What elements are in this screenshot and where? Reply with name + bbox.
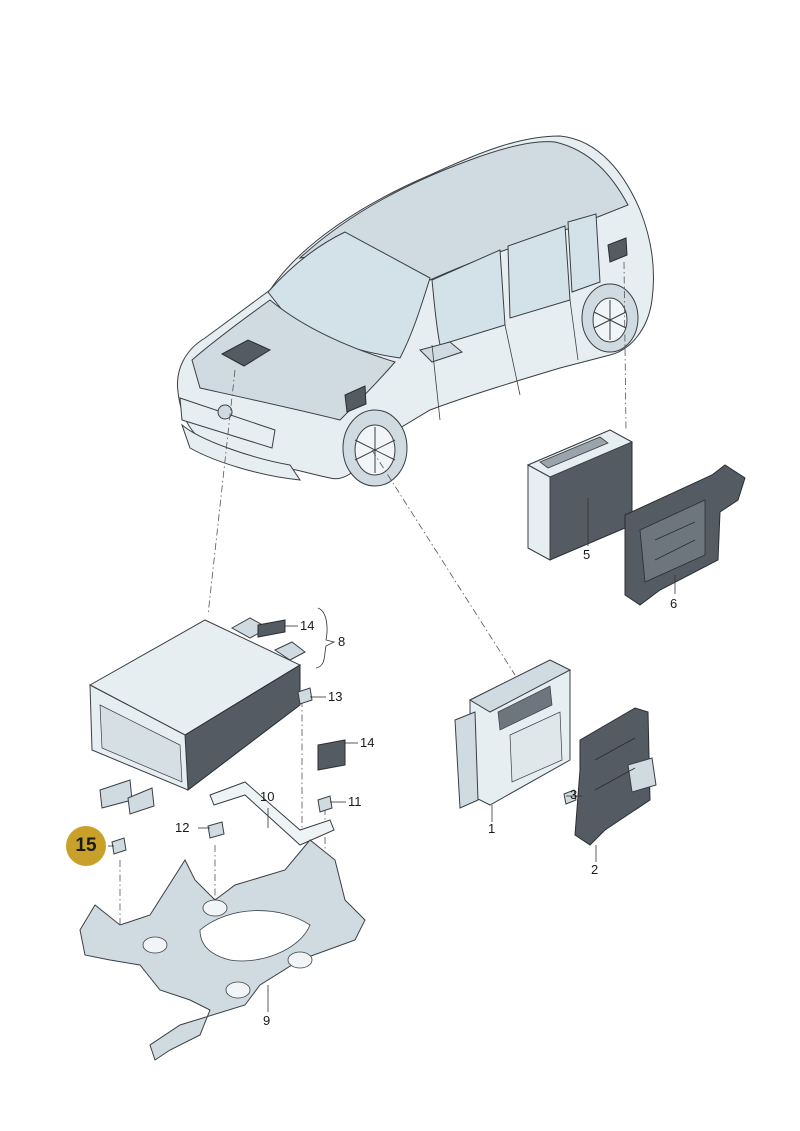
callout-1: 1 (488, 821, 496, 836)
nut-15 (111, 837, 127, 855)
callout-12: 12 (175, 820, 190, 835)
callout-6: 6 (670, 596, 678, 611)
callout-3: 3 (570, 787, 578, 802)
module-5 (526, 429, 634, 561)
callout-leaders (108, 498, 676, 1012)
callout-10: 10 (260, 789, 275, 804)
callout-8: 8 (338, 634, 346, 649)
bracket-10 (209, 781, 335, 846)
bracket-6 (624, 464, 746, 606)
screw-3 (563, 789, 577, 805)
carrier-plate-9 (79, 839, 366, 1061)
label-patch (317, 739, 346, 771)
bracket-2 (574, 707, 657, 846)
callout-15-highlight: 15 (66, 826, 106, 866)
screws (111, 687, 333, 855)
callout-14-upper: 14 (300, 618, 315, 633)
callout-5: 5 (583, 547, 591, 562)
callout-2: 2 (591, 862, 599, 877)
module-1 (454, 659, 572, 809)
callout-11: 11 (348, 794, 362, 809)
callout-14-lower: 14 (360, 735, 375, 750)
callout-13: 13 (328, 689, 343, 704)
vehicle-illustration (176, 135, 654, 487)
module-8 (88, 617, 306, 815)
callout-9: 9 (263, 1013, 271, 1028)
